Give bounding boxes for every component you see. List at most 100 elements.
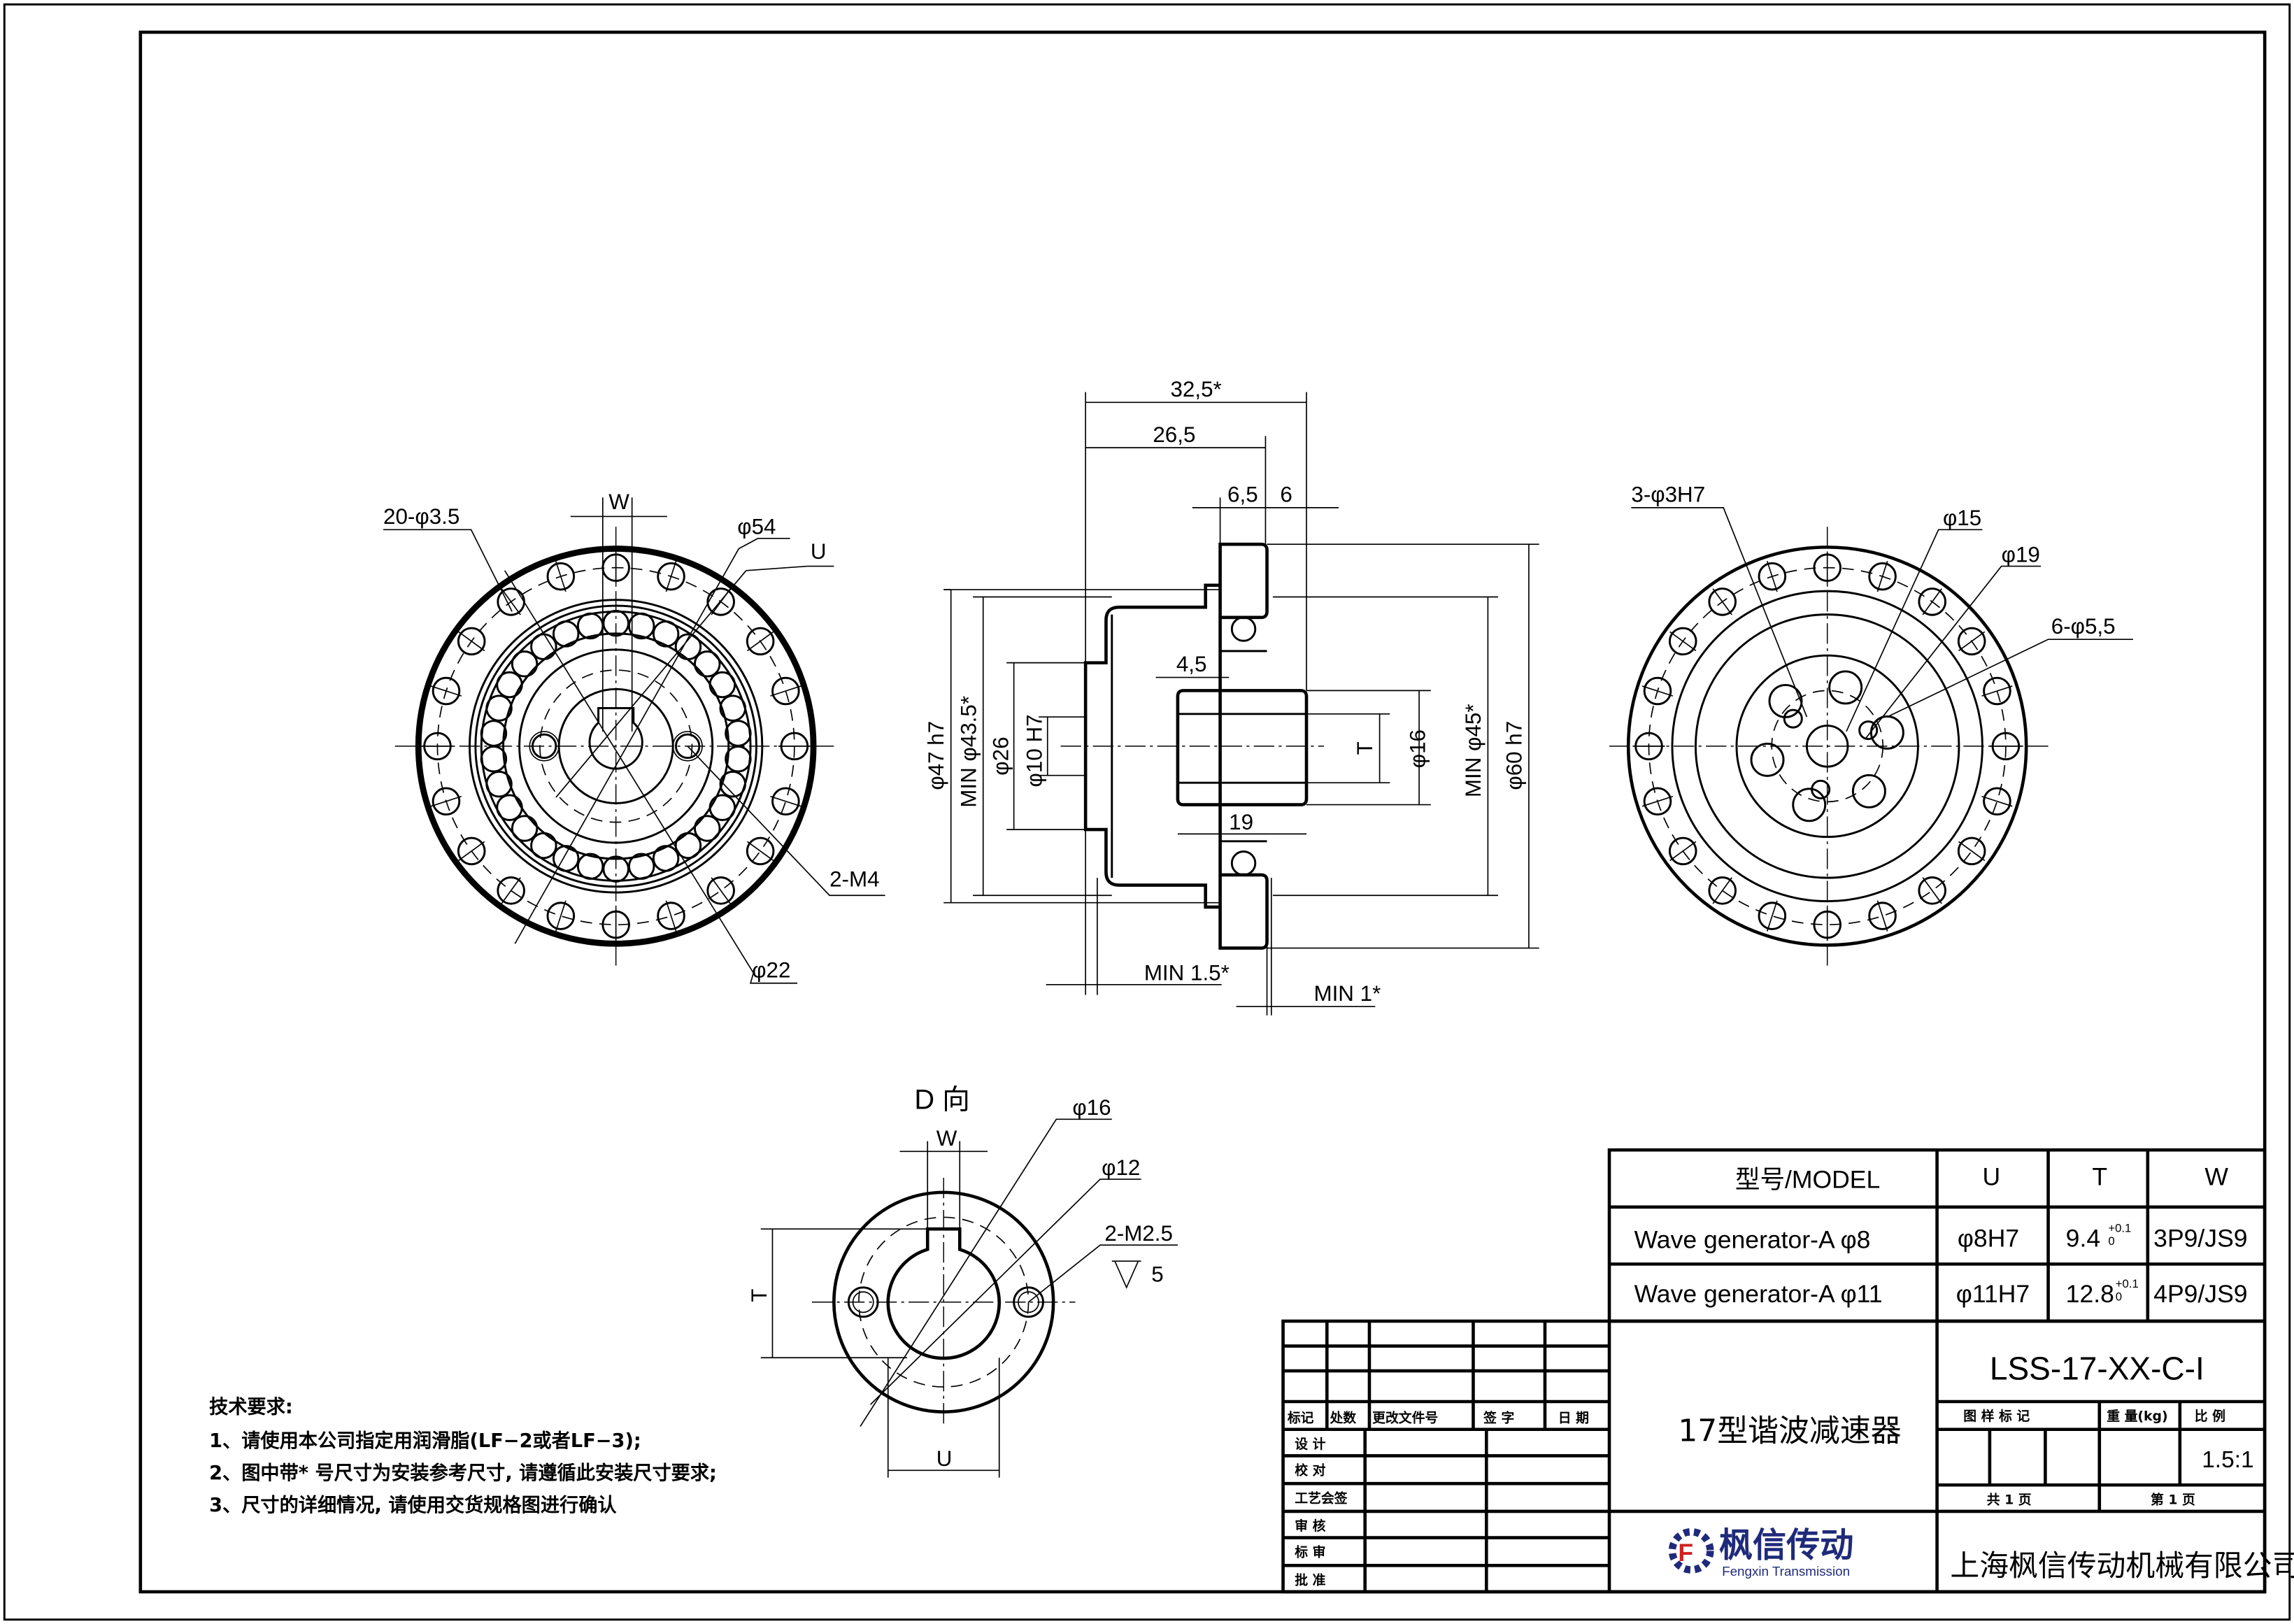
d-t-label: T <box>747 1289 771 1302</box>
hole-centerline <box>1876 561 1888 592</box>
weight-label: 重 量(kg) <box>2107 1409 2167 1424</box>
dim-phi47: φ47 h7 <box>924 721 948 790</box>
bolt-hole <box>1708 587 1737 616</box>
bolt-hole <box>1708 876 1737 905</box>
bearing-ball <box>693 815 721 842</box>
hole-centerline <box>458 841 485 862</box>
bolt-hole <box>771 787 800 816</box>
dim-min-1: MIN 1* <box>1313 981 1381 1006</box>
left-holes-label: 20-φ3.5 <box>383 504 459 529</box>
row-model: Wave generator-A φ8 <box>1634 1225 1871 1253</box>
bolt-hole <box>706 876 735 905</box>
bearing-ball <box>496 671 523 699</box>
bearing-ball <box>725 720 752 747</box>
bolt-hole <box>1918 587 1947 616</box>
hole-centerline <box>1958 841 1986 862</box>
bearing-ball <box>627 612 655 640</box>
row-model: Wave generator-A φ11 <box>1634 1280 1883 1308</box>
bearing-ball <box>552 845 580 872</box>
mounting-hole <box>1869 715 1904 750</box>
pin-hole <box>1811 779 1831 799</box>
bolt-hole <box>457 627 486 656</box>
dim-4-5: 4,5 <box>1176 652 1207 676</box>
d-w-label: W <box>936 1126 957 1151</box>
row-u: φ8H7 <box>1958 1224 2019 1252</box>
dim-phi26: φ26 <box>988 736 1013 775</box>
bearing-ball <box>511 815 539 842</box>
hole-centerline <box>1981 795 2013 807</box>
bolt-hole <box>1957 627 1986 656</box>
bolt-hole <box>1758 902 1787 930</box>
bolt-hole <box>657 562 685 591</box>
bolt-hole <box>1758 562 1787 591</box>
hole-centerline <box>501 588 521 615</box>
d-phi16-label: φ16 <box>1072 1095 1111 1120</box>
bearing-ball <box>530 832 557 860</box>
hole-centerline <box>458 631 485 652</box>
hole-centerline <box>1766 900 1778 932</box>
role-label: 标 审 <box>1294 1544 1325 1560</box>
hole-centerline <box>430 795 462 807</box>
bolt-hole <box>1668 627 1697 656</box>
dim-min-phi43-5: MIN φ43.5* <box>956 696 981 808</box>
bolt-hole <box>746 627 775 656</box>
hole-centerline <box>1876 900 1888 932</box>
bolt-hole <box>746 836 775 866</box>
row-t-upper: +0.1 <box>2108 1221 2131 1234</box>
rev-header: 签 字 <box>1483 1409 1514 1425</box>
bearing-ball <box>576 853 604 880</box>
row-t: 12.8 <box>2066 1280 2114 1308</box>
dim-phi16: φ16 <box>1405 729 1430 768</box>
spec-table: 型号/MODEL U T W Wave generator-A φ8 φ8H7 … <box>1607 1148 2267 1323</box>
bearing-ball <box>719 770 747 798</box>
scale-label: 比 例 <box>2195 1408 2225 1424</box>
tech-req-item: 3、尺寸的详细情况, 请使用交货规格图进行确认 <box>209 1494 617 1516</box>
bearing-ball <box>674 832 702 860</box>
bolt-hole <box>432 676 461 706</box>
bolt-hole <box>1643 787 1672 816</box>
hole-centerline <box>555 900 567 932</box>
inner-frame <box>138 30 2267 1594</box>
dim-phi10: φ10 H7 <box>1022 714 1046 787</box>
logo-text-en: Fengxin Transmission <box>1722 1564 1850 1579</box>
bolt-hole <box>1868 902 1897 930</box>
d-u-label: U <box>936 1446 953 1471</box>
dim-6: 6 <box>1280 483 1292 507</box>
rev-header: 处数 <box>1329 1409 1356 1425</box>
hole-centerline <box>555 561 567 592</box>
d-m2-5-label: 2-M2.5 <box>1104 1221 1173 1246</box>
hole-centerline <box>1922 588 1942 615</box>
bearing-ball <box>708 671 736 699</box>
part-name: 17型谐波减速器 <box>1678 1413 1901 1448</box>
total-pages: 共 1 页 <box>1987 1492 2032 1507</box>
header-w: W <box>2204 1162 2228 1190</box>
dim-phi60: φ60 h7 <box>1502 721 1527 790</box>
dim-26-5: 26,5 <box>1153 422 1195 447</box>
bearing-ball <box>511 650 539 678</box>
d-direction-view: D 向 W φ16 φ12 2-M2.5 5 T U <box>747 1085 1178 1478</box>
hole-centerline <box>1641 795 1674 807</box>
role-label: 设 计 <box>1295 1437 1325 1452</box>
hole-centerline <box>1922 877 1942 904</box>
svg-text:F: F <box>1678 1539 1693 1567</box>
hole-centerline <box>747 841 774 862</box>
bearing-ball <box>552 620 580 648</box>
bearing-ball <box>480 745 508 773</box>
mounting-hole <box>1750 742 1785 777</box>
mounting-hole <box>1851 774 1886 809</box>
right-phi19-label: φ19 <box>2002 542 2040 567</box>
rev-header: 日 期 <box>1558 1410 1589 1425</box>
bolt-hole <box>546 902 576 930</box>
dim-min-1-5: MIN 1.5* <box>1144 961 1230 985</box>
scale-value: 1.5:1 <box>2202 1447 2253 1473</box>
hole-centerline <box>711 877 731 904</box>
bolt-hole <box>1868 562 1897 591</box>
hole-centerline <box>1981 685 2013 697</box>
bearing-ball <box>693 650 721 678</box>
outer-border <box>3 3 2291 1621</box>
role-label: 批 准 <box>1295 1572 1325 1588</box>
left-m4-label: 2-M4 <box>829 867 879 892</box>
bolt-hole <box>1957 836 1986 866</box>
bearing-ball <box>627 853 655 880</box>
